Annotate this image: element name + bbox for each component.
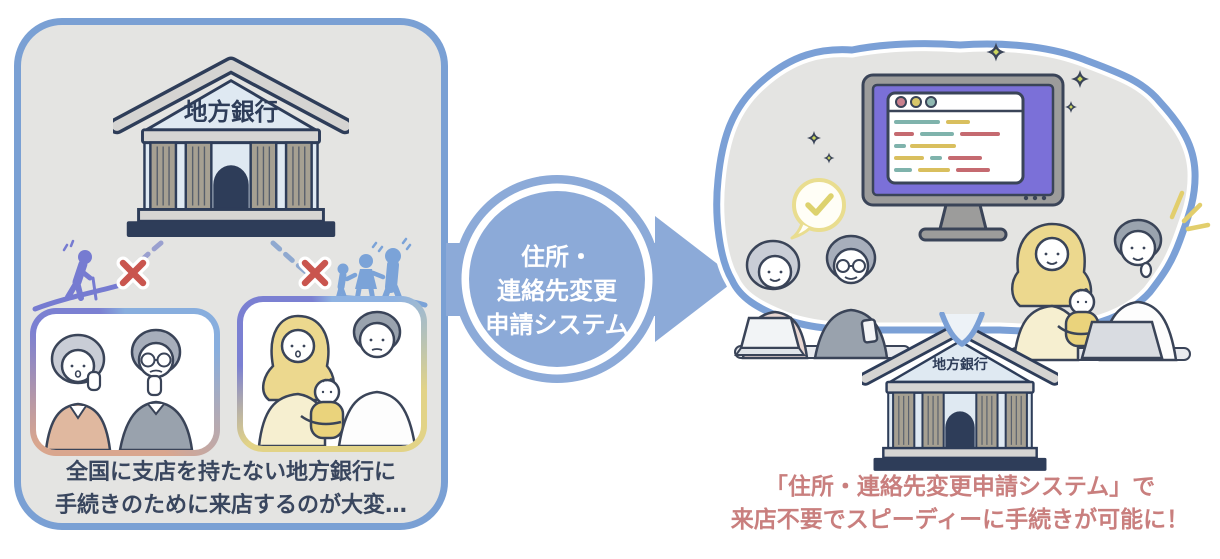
slope-left xyxy=(32,283,120,312)
laptop-icon xyxy=(1080,320,1164,360)
elderly-couple-illustration xyxy=(44,328,194,450)
system-badge-line2: 連絡先変更 xyxy=(497,277,617,306)
transform-arrow xyxy=(446,175,737,383)
problem-caption-line1: 全国に支店を持たない地方銀行に xyxy=(65,460,396,485)
bank-icon: 地方銀行 xyxy=(113,55,349,242)
bank-icon-small: 地方銀行 xyxy=(862,320,1058,475)
system-badge-line1: 住所・ xyxy=(521,243,593,271)
x-icon xyxy=(298,256,332,290)
bank-label-small: 地方銀行 xyxy=(932,356,988,373)
bubble-tail xyxy=(939,312,985,347)
solution-caption-line2: 来店不要でスピーディーに手続きが可能に！ xyxy=(730,507,1190,534)
hard-journey-strip xyxy=(32,237,428,312)
family-walking-icon xyxy=(335,237,412,303)
sparkle-icon xyxy=(807,42,1089,164)
system-badge-circle xyxy=(453,175,661,383)
solution-caption: 「住所・連絡先変更申請システム」で 来店不要でスピーディーに手続きが可能に！ xyxy=(705,471,1215,538)
monitor-stand xyxy=(938,203,988,231)
emphasis-lines-icon xyxy=(1169,190,1211,232)
problem-caption-line2: 手続きのために来店するのが大変… xyxy=(54,493,407,518)
seniors-online-illustration xyxy=(734,234,911,360)
problem-caption: 全国に支店を持たない地方銀行に 手続きのために来店するのが大変… xyxy=(21,456,441,522)
solution-caption-line1: 「住所・連絡先変更申請システム」で xyxy=(764,474,1156,500)
form-text-lines xyxy=(894,120,1000,172)
young-family-illustration xyxy=(257,310,417,446)
card-young-family xyxy=(237,296,427,452)
family-online-illustration xyxy=(1009,218,1191,362)
arrow-head xyxy=(655,216,737,342)
bank-label: 地方銀行 xyxy=(184,98,278,126)
problem-panel: 地方銀行 xyxy=(14,18,448,530)
card-elderly-couple xyxy=(30,308,220,456)
system-badge-line3: 申請システム xyxy=(485,311,629,340)
system-badge: 住所・ 連絡先変更 申請システム xyxy=(457,240,657,342)
sparkle-icons xyxy=(807,42,1089,164)
walking-senior-icon xyxy=(62,239,98,301)
x-icon xyxy=(116,256,150,290)
browser-window xyxy=(886,91,1025,185)
check-bubble-icon xyxy=(790,178,846,240)
monitor-icon xyxy=(861,73,1065,242)
laptop-icon xyxy=(739,316,801,350)
